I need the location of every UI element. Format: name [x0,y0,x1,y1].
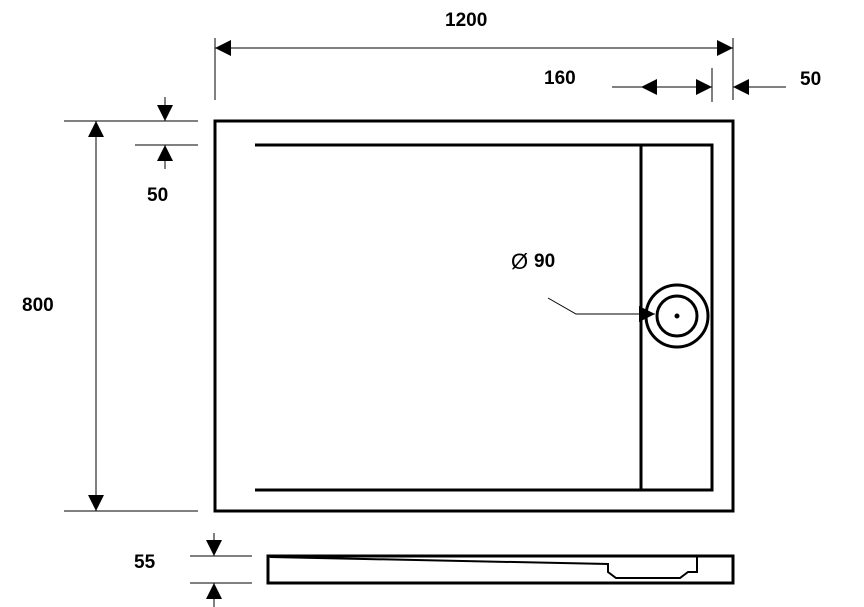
top-rim-label: 50 [147,185,169,206]
drain-diameter-label: 90 [534,251,556,272]
width-dimension [64,120,198,512]
drain-center [674,313,680,319]
drain-inner-ring [655,294,699,338]
height-dimension [190,533,252,607]
tray-outline [213,119,735,513]
height-label: 55 [134,552,156,573]
rim-dimension [135,97,198,169]
tray-inner-edge [255,143,714,492]
length-label: 1200 [445,10,488,31]
tray-side-profile [266,554,735,585]
right-rim-label: 50 [800,69,822,90]
tray-plan-view [213,119,735,513]
length-dimension [214,38,734,100]
width-label: 800 [22,295,54,316]
channel-width-label: 160 [544,68,576,89]
drain-leader-arrow [547,297,655,322]
diameter-symbol: Ø [511,249,529,274]
channel-dimension [612,68,786,102]
